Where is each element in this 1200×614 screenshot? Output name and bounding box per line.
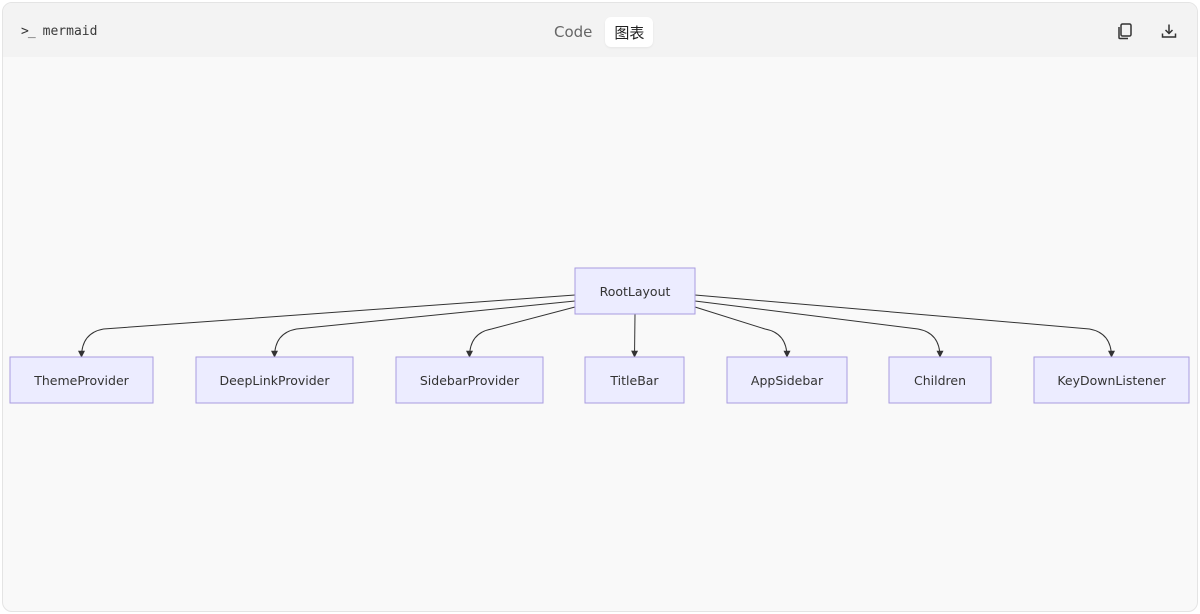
code-block-toolbar: >_ mermaid Code 图表 <box>3 3 1197 57</box>
edge-root-to-children <box>694 300 944 358</box>
node-label-titlebar: TitleBar <box>609 373 659 388</box>
edge-root-to-titlebar <box>631 313 639 358</box>
edge-root-to-sidebarprovider <box>466 306 576 358</box>
node-sidebarprovider: SidebarProvider <box>395 356 544 404</box>
node-appsidebar: AppSidebar <box>726 356 848 404</box>
download-icon <box>1161 24 1177 38</box>
tab-diagram[interactable]: 图表 <box>605 17 654 47</box>
edge-root-to-keydownlistener <box>694 294 1115 358</box>
node-label-children: Children <box>914 373 966 388</box>
diagram-edges <box>78 294 1115 358</box>
language-label: mermaid <box>42 23 98 39</box>
terminal-icon: >_ <box>21 23 36 39</box>
node-label-appsidebar: AppSidebar <box>751 373 824 388</box>
language-indicator: >_ mermaid <box>21 21 97 41</box>
view-tabs: Code 图表 <box>545 16 654 48</box>
node-label-root: RootLayout <box>600 284 671 299</box>
edge-root-to-appsidebar <box>694 306 791 358</box>
node-rootlayout: RootLayout <box>574 267 696 315</box>
node-keydownlistener: KeyDownListener <box>1033 356 1190 404</box>
node-label-deeplinkprovider: DeepLinkProvider <box>219 373 330 388</box>
edge-root-to-deeplinkprovider <box>271 300 576 358</box>
node-label-keydownlistener: KeyDownListener <box>1057 373 1166 388</box>
node-themeprovider: ThemeProvider <box>9 356 154 404</box>
edge-root-to-themeprovider <box>78 294 576 358</box>
copy-button[interactable] <box>1113 19 1137 43</box>
node-label-themeprovider: ThemeProvider <box>33 373 129 388</box>
download-button[interactable] <box>1157 19 1181 43</box>
node-titlebar: TitleBar <box>584 356 685 404</box>
copy-icon <box>1118 23 1132 40</box>
node-label-sidebarprovider: SidebarProvider <box>420 373 520 388</box>
tab-code[interactable]: Code <box>554 23 593 41</box>
node-deeplinkprovider: DeepLinkProvider <box>195 356 354 404</box>
node-children: Children <box>888 356 992 404</box>
mermaid-diagram: RootLayout ThemeProvider DeepLinkProvide… <box>9 267 1190 404</box>
